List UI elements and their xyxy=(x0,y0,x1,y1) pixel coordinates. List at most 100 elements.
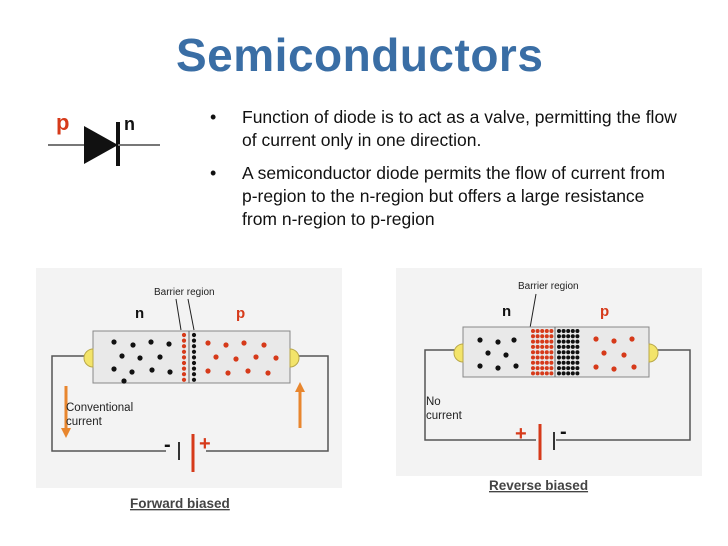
barrier-hole-dot xyxy=(540,350,545,355)
forward-battery-minus: - xyxy=(164,434,171,456)
forward-p-label: p xyxy=(236,305,245,322)
forward-barrier-pointer-left xyxy=(175,298,182,331)
barrier-electron-dot xyxy=(561,334,566,339)
electron-dot xyxy=(157,354,163,360)
hole-dot xyxy=(611,366,617,372)
electron-dot xyxy=(477,363,483,369)
barrier-hole-dot xyxy=(181,366,187,371)
reverse-nocurrent-line2: current xyxy=(426,410,463,422)
reverse-diode-body xyxy=(462,326,650,378)
barrier-electron-dot xyxy=(570,329,575,333)
barrier-electron-dot xyxy=(566,339,571,344)
barrier-electron-dot xyxy=(566,350,571,355)
forward-contact-left xyxy=(83,348,94,368)
diode-symbol: p n xyxy=(48,110,160,166)
barrier-hole-dot xyxy=(535,371,540,376)
barrier-hole-dot xyxy=(181,355,187,360)
forward-circuit-wire xyxy=(51,355,166,452)
barrier-electron-dot xyxy=(561,371,566,376)
barrier-electron-dot xyxy=(566,360,571,365)
barrier-electron-dot xyxy=(570,366,575,371)
barrier-hole-dot xyxy=(181,372,187,377)
barrier-hole-dot xyxy=(535,350,540,355)
barrier-hole-dot xyxy=(544,344,549,349)
barrier-electron-dot xyxy=(575,344,580,349)
barrier-hole-dot xyxy=(531,344,535,349)
hole-dot xyxy=(611,338,617,344)
barrier-electron-dot xyxy=(575,339,580,344)
hole-dot xyxy=(631,364,637,370)
forward-battery-plus: + xyxy=(199,433,211,455)
hole-dot xyxy=(213,354,219,360)
reverse-biased-diagram: Barrier region n p No current + - Revers… xyxy=(396,268,702,493)
barrier-hole-dot xyxy=(531,360,535,365)
barrier-electron-dot xyxy=(557,329,561,333)
hole-dot xyxy=(205,340,211,346)
barrier-electron-dot xyxy=(191,349,197,354)
barrier-hole-dot xyxy=(549,339,554,344)
barrier-hole-dot xyxy=(544,371,549,376)
hole-dot xyxy=(273,355,279,361)
barrier-hole-dot xyxy=(531,339,535,344)
reverse-circuit-wire xyxy=(424,349,536,441)
electron-dot xyxy=(121,378,127,384)
barrier-hole-dot xyxy=(531,329,535,333)
bullet-item: • A semiconductor diode permits the flow… xyxy=(210,162,680,231)
barrier-electron-dot xyxy=(561,329,566,333)
hole-dot xyxy=(593,336,599,342)
reverse-carrier-dots xyxy=(477,329,637,376)
electron-dot xyxy=(167,369,173,375)
barrier-electron-dot xyxy=(557,371,561,376)
barrier-hole-dot xyxy=(549,366,554,371)
electron-dot xyxy=(119,353,125,359)
barrier-electron-dot xyxy=(566,366,571,371)
hole-dot xyxy=(601,350,607,356)
electron-dot xyxy=(485,350,491,356)
barrier-hole-dot xyxy=(544,350,549,355)
electron-dot xyxy=(513,363,519,369)
electron-dot xyxy=(111,339,117,345)
reverse-barrier-label: Barrier region xyxy=(518,281,579,292)
hole-dot xyxy=(223,342,229,348)
reverse-caption: Reverse biased xyxy=(489,478,588,493)
bullet-text: A semiconductor diode permits the flow o… xyxy=(242,163,666,229)
barrier-electron-dot xyxy=(566,329,571,333)
barrier-electron-dot xyxy=(570,371,575,376)
barrier-electron-dot xyxy=(557,350,561,355)
barrier-hole-dot xyxy=(535,329,540,333)
barrier-electron-dot xyxy=(575,360,580,365)
barrier-hole-dot xyxy=(181,360,187,366)
reverse-battery-plus: + xyxy=(515,423,527,445)
barrier-hole-dot xyxy=(544,329,549,333)
bullet-list: • Function of diode is to act as a valve… xyxy=(210,106,680,241)
hole-dot xyxy=(265,370,271,376)
barrier-electron-dot xyxy=(566,344,571,349)
barrier-hole-dot xyxy=(540,329,545,333)
hole-dot xyxy=(593,364,599,370)
barrier-hole-dot xyxy=(531,355,535,360)
forward-conventional-line2: current xyxy=(66,416,103,428)
electron-dot xyxy=(137,355,143,361)
barrier-electron-dot xyxy=(191,338,197,343)
barrier-hole-dot xyxy=(549,350,554,355)
electron-dot xyxy=(495,339,501,345)
bullet-text: Function of diode is to act as a valve, … xyxy=(242,107,677,150)
barrier-hole-dot xyxy=(549,360,554,365)
slide-title: Semiconductors xyxy=(176,29,544,81)
forward-biased-diagram: Barrier region n p Conventional current … xyxy=(36,268,342,511)
barrier-electron-dot xyxy=(566,355,571,360)
electron-dot xyxy=(111,366,117,372)
electron-dot xyxy=(477,337,483,343)
barrier-hole-dot xyxy=(531,371,535,376)
barrier-electron-dot xyxy=(191,377,197,382)
barrier-electron-dot xyxy=(561,339,566,344)
barrier-hole-dot xyxy=(549,355,554,360)
barrier-electron-dot xyxy=(557,355,561,360)
barrier-electron-dot xyxy=(191,344,197,349)
electron-dot xyxy=(149,367,155,373)
barrier-hole-dot xyxy=(535,344,540,349)
reverse-contact-right xyxy=(648,343,659,363)
barrier-electron-dot xyxy=(191,372,197,377)
barrier-hole-dot xyxy=(540,339,545,344)
electron-dot xyxy=(511,337,517,343)
